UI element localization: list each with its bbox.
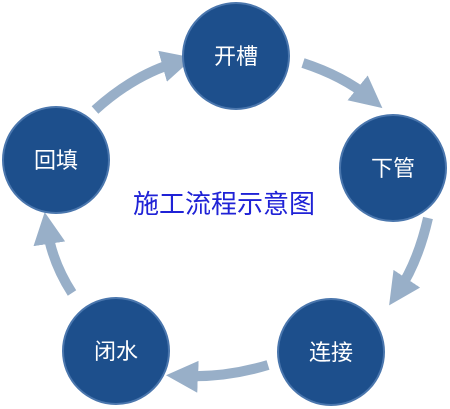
node-label-bishui: 闭水 [94,340,138,365]
arrow-lianjie-to-bishui [166,360,270,393]
arrow-kaicao-to-xiaguan [301,58,383,109]
node-label-lianjie: 连接 [309,341,353,366]
node-kaicao: 开槽 [182,2,290,110]
node-xiaguan: 下管 [339,114,447,222]
arrow-bishui-to-huitian [33,212,77,296]
node-huitian: 回填 [2,106,110,214]
node-label-kaicao: 开槽 [214,45,258,70]
arrow-huitian-to-kaicao [91,50,194,114]
node-bishui: 闭水 [62,297,170,405]
node-label-xiaguan: 下管 [371,157,415,182]
diagram-title: 施工流程示意图 [133,190,315,220]
arrow-xiaguan-to-lianjie [389,216,433,306]
node-label-huitian: 回填 [34,149,78,174]
node-lianjie: 连接 [277,298,385,406]
